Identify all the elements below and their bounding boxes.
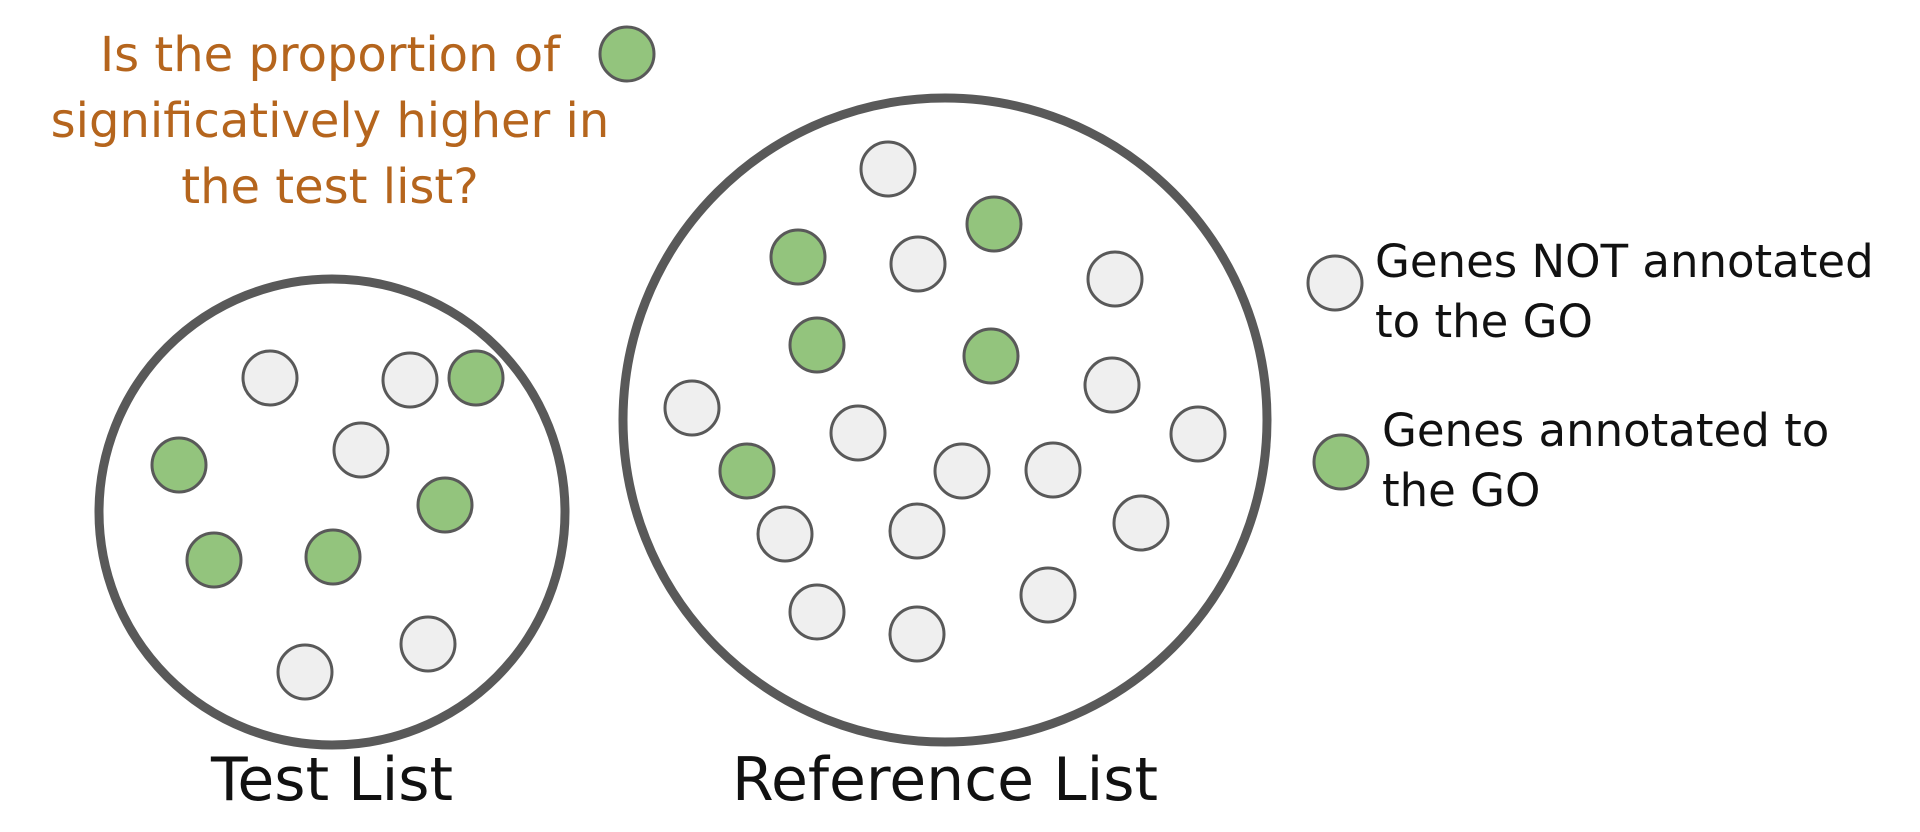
reference-not-annotated-gene-icon: [859, 140, 917, 198]
test-annotated-gene-icon: [304, 528, 362, 586]
reference-not-annotated-gene-icon: [933, 442, 991, 500]
legend-not-annotated-line-2: to the GO: [1375, 295, 1593, 348]
legend-annotated-gene-icon: [1312, 433, 1370, 491]
test-annotated-gene-icon: [150, 436, 208, 494]
test-not-annotated-gene-icon: [241, 349, 299, 407]
reference-not-annotated-gene-icon: [1083, 356, 1141, 414]
reference-annotated-gene-icon: [962, 327, 1020, 385]
test-not-annotated-gene-icon: [332, 421, 390, 479]
reference-not-annotated-gene-icon: [1019, 566, 1077, 624]
question-line-1: Is the proportion of: [99, 27, 560, 83]
reference-annotated-gene-icon: [788, 316, 846, 374]
test-annotated-gene-icon: [416, 476, 474, 534]
reference-not-annotated-gene-icon: [1086, 250, 1144, 308]
reference-not-annotated-gene-icon: [663, 379, 721, 437]
legend-not-annotated-label: Genes NOT annotated to the GO: [1375, 232, 1874, 352]
reference-not-annotated-gene-icon: [1169, 405, 1227, 463]
reference-list-label: Reference List: [731, 745, 1159, 815]
test-list-label: Test List: [210, 745, 454, 815]
reference-list-genes: [663, 140, 1227, 663]
reference-annotated-gene-icon: [769, 228, 827, 286]
test-list-circle: [94, 274, 570, 750]
reference-not-annotated-gene-icon: [1112, 494, 1170, 552]
legend-not-annotated-line-1: Genes NOT annotated: [1375, 235, 1874, 288]
enrichment-question: Is the proportion of significatively hig…: [0, 22, 660, 220]
question-line-2: significatively higher in: [50, 93, 610, 149]
legend-annotated-line-1: Genes annotated to: [1382, 404, 1830, 457]
test-annotated-gene-icon: [185, 531, 243, 589]
legend-annotated-line-2: the GO: [1382, 464, 1541, 517]
reference-not-annotated-gene-icon: [756, 505, 814, 563]
reference-list-circle: [618, 93, 1272, 747]
reference-not-annotated-gene-icon: [888, 605, 946, 663]
reference-annotated-gene-icon: [718, 442, 776, 500]
test-not-annotated-gene-icon: [381, 351, 439, 409]
question-line-3: the test list?: [181, 159, 479, 215]
reference-not-annotated-gene-icon: [829, 404, 887, 462]
legend-annotated-label: Genes annotated to the GO: [1382, 401, 1829, 521]
test-annotated-gene-icon: [447, 349, 505, 407]
reference-not-annotated-gene-icon: [1024, 441, 1082, 499]
reference-annotated-gene-icon: [965, 195, 1023, 253]
reference-not-annotated-gene-icon: [888, 502, 946, 560]
legend-not-annotated-gene-icon: [1306, 254, 1364, 312]
test-list-genes: [150, 349, 505, 701]
question-annotated-gene-icon: [598, 25, 656, 83]
reference-not-annotated-gene-icon: [889, 235, 947, 293]
test-not-annotated-gene-icon: [399, 615, 457, 673]
reference-not-annotated-gene-icon: [788, 583, 846, 641]
test-not-annotated-gene-icon: [276, 643, 334, 701]
